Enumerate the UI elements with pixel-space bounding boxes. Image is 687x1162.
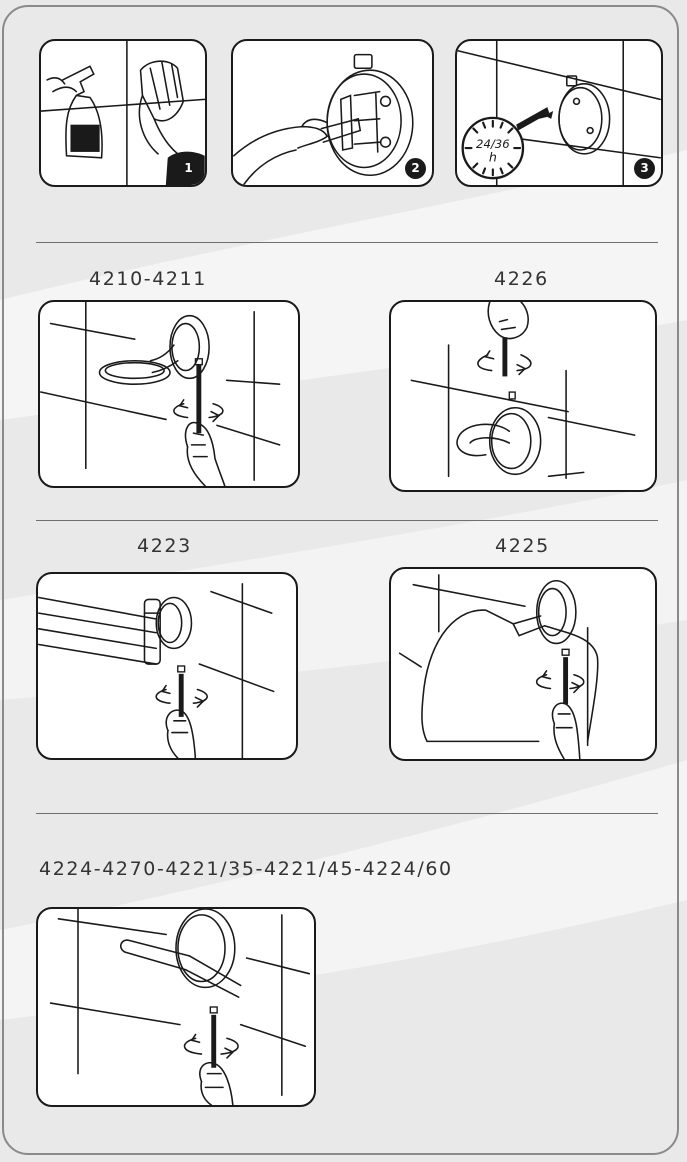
divider-3 [36,813,658,814]
product-label-4223: 4223 [137,535,192,557]
product-label-4210-4211: 4210-4211 [89,268,207,290]
soap-dish-mounting-illustration [40,302,298,486]
towel-bar-mounting-illustration [38,909,314,1105]
product-label-4224-group: 4224-4270-4221/35-4221/45-4224/60 [39,858,453,880]
step-1-badge: 1 [178,158,199,179]
panel-4210-4211 [38,300,300,488]
step-3-wait-panel: 24/36 h 3 [455,39,663,187]
panel-4224-group [36,907,316,1107]
hook-mounting-illustration [391,302,655,490]
step-2-badge: 2 [405,158,426,179]
peel-adhesive-illustration [233,41,432,185]
step-3-badge: 3 [634,158,655,179]
panel-4225 [389,567,657,761]
panel-4226 [389,300,657,492]
product-label-4226: 4226 [494,268,549,290]
step-2-peel-panel: 2 [231,39,434,187]
step-1-clean-panel: 1 [39,39,207,187]
towel-rail-mounting-illustration [38,574,296,758]
product-label-4225: 4225 [495,535,550,557]
clock-icon: 24/36 h [463,118,523,178]
panel-4223 [36,572,298,760]
timer-unit: h [489,150,497,165]
divider-1 [36,242,658,243]
divider-2 [36,520,658,521]
roll-holder-mounting-illustration [391,569,655,759]
wait-and-press-illustration: 24/36 h [457,41,661,185]
